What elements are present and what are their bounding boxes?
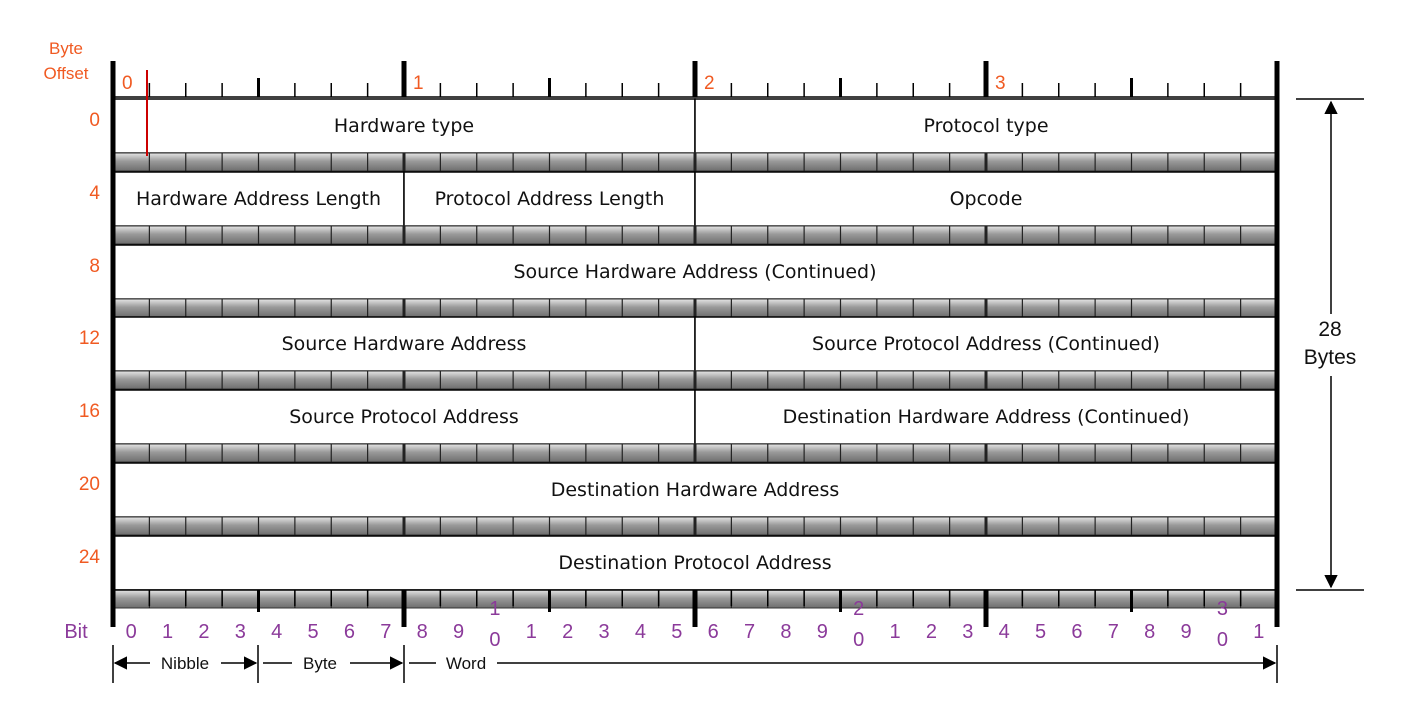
bit-number: 6 [344, 621, 355, 643]
bit-number: 2 [926, 621, 937, 643]
bit-number: 3 [235, 621, 246, 643]
byte-mark-0: 0 [122, 73, 133, 94]
bit-number: 8 [1144, 621, 1155, 643]
bit-number: 2 [198, 621, 209, 643]
packet-row: Source Protocol Address Destination Hardw… [112, 389, 1278, 445]
byte-label: Byte [303, 654, 337, 673]
bit-number: 0 [126, 621, 137, 643]
bit-number: 9 [817, 621, 828, 643]
bit-number: 2 [853, 598, 864, 620]
packet-row: Hardware Address Length Protocol Address … [112, 171, 1278, 227]
field-label: Protocol type [923, 115, 1048, 137]
bit-number-second-digit: 0 [1217, 629, 1228, 651]
field-box [403, 171, 696, 227]
packet-row: Destination Protocol Address [112, 535, 1278, 591]
nibble-label: Nibble [161, 654, 209, 673]
byte-offset-label-line2: Offset [43, 64, 88, 83]
field-label: Hardware Address Length [136, 188, 381, 210]
field-label: Source Protocol Address [289, 406, 519, 428]
total-size-unit: Bytes [1304, 346, 1357, 369]
bit-axis-label: Bit [64, 621, 88, 643]
field-box [112, 98, 696, 154]
byte-offset-value: 4 [89, 183, 100, 204]
field-box [112, 171, 405, 227]
bit-number: 5 [1035, 621, 1046, 643]
bit-number: 8 [780, 621, 791, 643]
field-label: Hardware type [334, 115, 474, 137]
packet-row: Source Hardware Address (Continued) [112, 244, 1278, 300]
bit-number: 9 [1181, 621, 1192, 643]
bit-number: 7 [1108, 621, 1119, 643]
bit-number: 1 [1253, 621, 1264, 643]
bottom-ruler [110, 589, 1280, 627]
top-ruler: 0 1 2 3 [110, 61, 1280, 98]
bit-number: 7 [744, 621, 755, 643]
field-label: Opcode [950, 188, 1023, 210]
word-label: Word [446, 654, 486, 673]
field-label: Source Protocol Address (Continued) [812, 333, 1160, 355]
row-separator [112, 152, 1278, 172]
bit-number: 3 [962, 621, 973, 643]
byte-offset-value: 8 [89, 256, 100, 277]
field-box [694, 171, 1278, 227]
field-label: Source Hardware Address (Continued) [513, 261, 876, 283]
bit-number: 2 [562, 621, 573, 643]
bit-number: 1 [162, 621, 173, 643]
bit-number: 1 [890, 621, 901, 643]
bit-number: 3 [599, 621, 610, 643]
row-separator [112, 443, 1278, 463]
field-box [694, 98, 1278, 154]
byte-mark-2: 2 [704, 73, 715, 94]
field-box [112, 462, 1278, 518]
bit-number: 4 [271, 621, 282, 643]
byte-offset-value: 16 [79, 401, 100, 422]
byte-offset-value: 24 [79, 547, 101, 568]
packet-row: Hardware type Protocol type [112, 98, 1278, 154]
bit-number-second-digit: 0 [489, 629, 500, 651]
bit-number: 4 [635, 621, 646, 643]
field-label: Protocol Address Length [435, 188, 665, 210]
bit-number: 6 [1071, 621, 1082, 643]
byte-mark-3: 3 [995, 73, 1006, 94]
bit-number: 8 [417, 621, 428, 643]
row-separator [112, 516, 1278, 536]
packet-row: Destination Hardware Address [112, 462, 1278, 518]
field-box [112, 389, 696, 445]
bit-number: 7 [380, 621, 391, 643]
bit-number: 5 [671, 621, 682, 643]
byte-offset-value: 0 [89, 110, 100, 131]
bit-number: 1 [526, 621, 537, 643]
total-size-dimension: 28 Bytes [1296, 98, 1364, 591]
bit-number: 3 [1217, 598, 1228, 620]
field-label: Source Hardware Address [282, 333, 527, 355]
field-label: Destination Protocol Address [558, 552, 831, 574]
bit-number: 9 [453, 621, 464, 643]
bit-grouping-legend: Nibble Byte Word [112, 645, 1278, 683]
bit-number: 1 [489, 598, 500, 620]
byte-mark-1: 1 [413, 73, 424, 94]
byte-offsets: 0 4 8 12 16 20 24 [79, 110, 101, 568]
bit-number: 5 [308, 621, 319, 643]
packet-row: Source Hardware Address Source Protocol A… [112, 316, 1278, 372]
byte-offset-label-line1: Byte [49, 39, 83, 58]
byte-offset-value: 12 [79, 328, 100, 349]
field-box [694, 316, 1278, 372]
bit-number: 4 [999, 621, 1010, 643]
byte-offset-value: 20 [79, 474, 100, 495]
bit-number: 6 [708, 621, 719, 643]
row-separator [112, 370, 1278, 390]
bit-number-second-digit: 0 [853, 629, 864, 651]
row-separator [112, 225, 1278, 245]
field-label: Destination Hardware Address (Continued) [783, 406, 1190, 428]
row-separator [112, 298, 1278, 318]
field-label: Destination Hardware Address [551, 479, 840, 501]
total-size-value: 28 [1318, 318, 1341, 341]
